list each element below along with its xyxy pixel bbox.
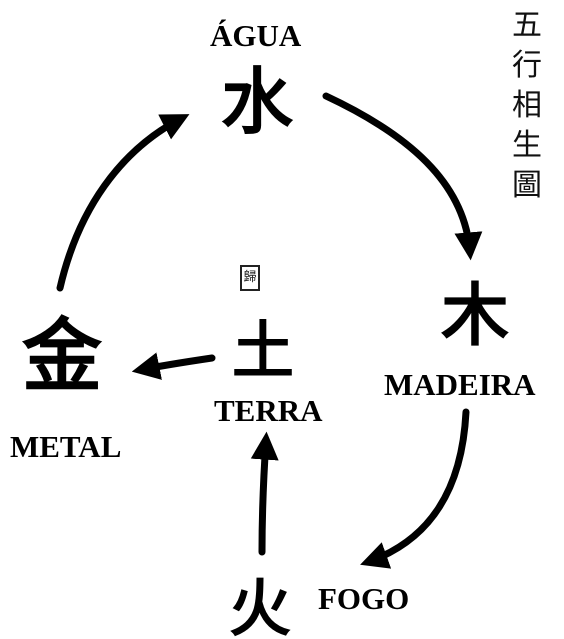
fire-label: FOGO xyxy=(318,581,410,616)
wood-character: 木 xyxy=(440,276,509,356)
wood-label: MADEIRA xyxy=(384,367,536,402)
title-char: 生 xyxy=(512,128,542,163)
title-char: 五 xyxy=(512,8,542,43)
title-char: 圖 xyxy=(512,168,542,203)
metal-label: METAL xyxy=(10,429,122,464)
earth-label: TERRA xyxy=(214,393,323,428)
water-label: ÁGUA xyxy=(210,18,302,53)
arrow-earth-to-metal xyxy=(131,352,216,380)
title-char: 行 xyxy=(512,48,542,83)
seal-stamp: 歸 xyxy=(240,265,260,291)
arrow-water-to-wood xyxy=(322,92,483,261)
vertical-title: 五 行 相 生 圖 xyxy=(505,6,549,206)
fire-character: 火 xyxy=(228,572,291,639)
earth-character: 土 xyxy=(231,314,294,387)
arrow-metal-to-water xyxy=(56,114,190,292)
arrow-wood-to-fire xyxy=(360,408,470,569)
metal-character: 金 xyxy=(22,309,102,403)
title-char: 相 xyxy=(512,88,542,123)
arrow-fire-to-earth xyxy=(250,431,279,556)
water-character: 水 xyxy=(220,59,293,144)
